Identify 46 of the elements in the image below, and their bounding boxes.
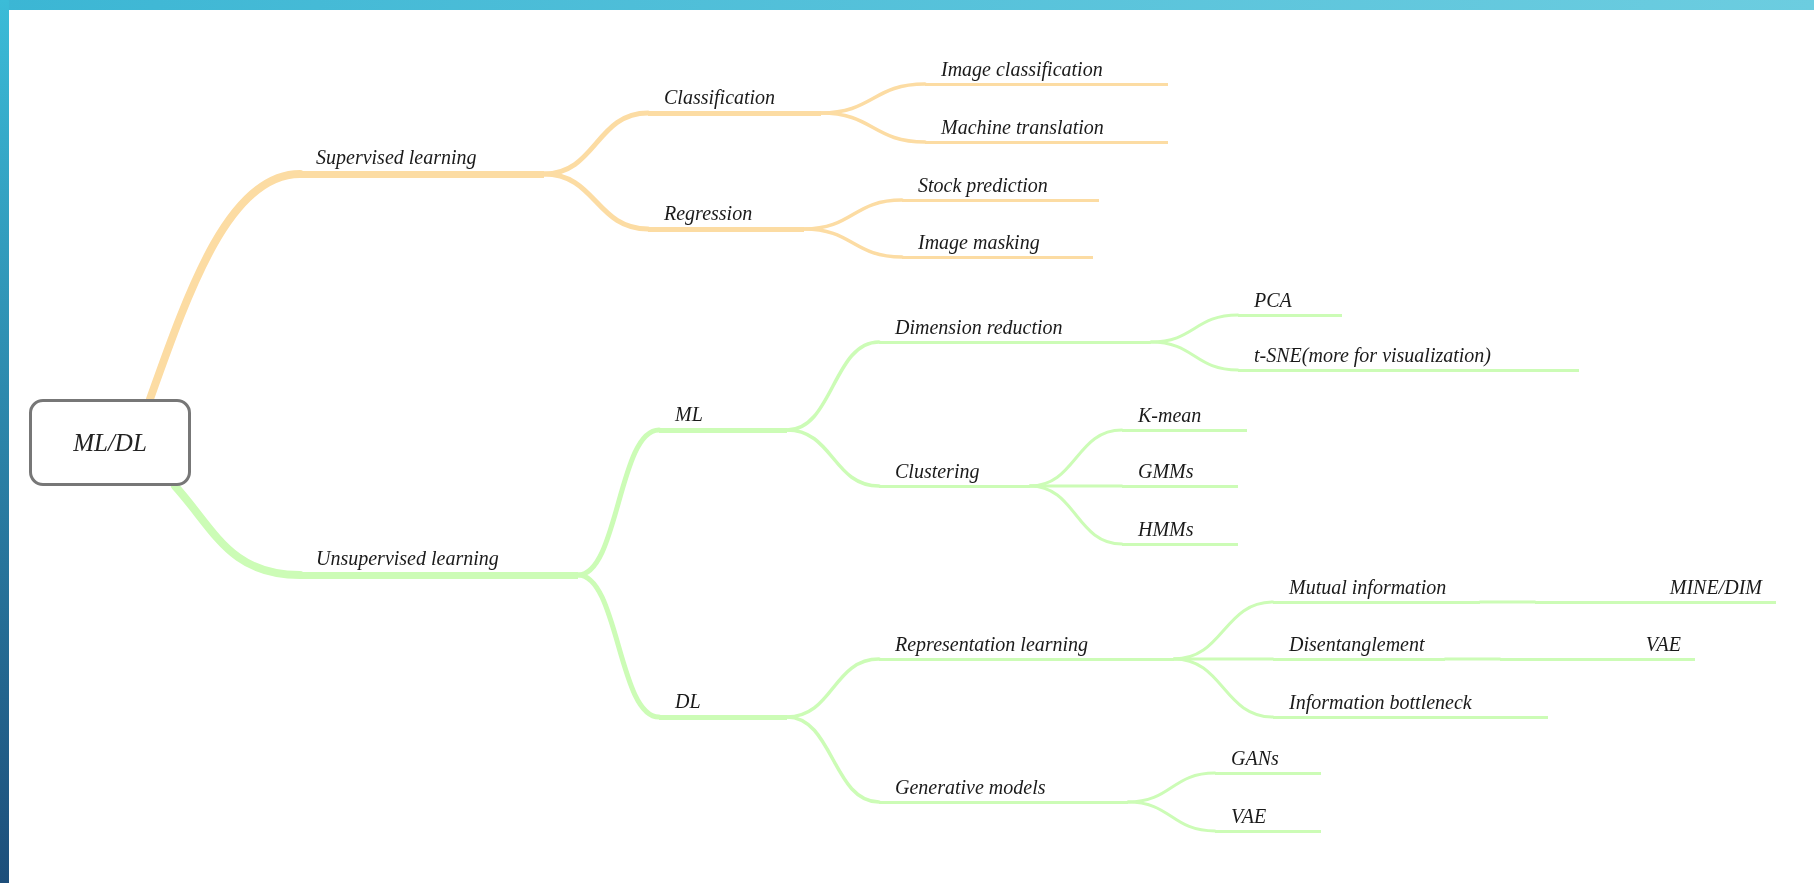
topic-label: Image masking xyxy=(918,231,1040,252)
topic-label: ML xyxy=(675,403,703,424)
topic-label: VAE xyxy=(1645,633,1681,654)
topic-label: VAE xyxy=(1231,805,1267,826)
branch-line xyxy=(1172,600,1275,661)
branch-line xyxy=(1443,657,1502,661)
topic-label: t-SNE(more for visualization) xyxy=(1254,344,1492,365)
topic-label: K-mean xyxy=(1138,404,1202,425)
root-box xyxy=(29,399,191,486)
branch-line xyxy=(1126,771,1217,804)
branch-line xyxy=(1478,600,1537,604)
topic-label: GANs xyxy=(1231,747,1279,768)
branch-line xyxy=(541,110,651,177)
branch-line xyxy=(819,111,927,144)
branch-line xyxy=(1172,657,1275,719)
topic-label: MINE/DIM xyxy=(1669,576,1762,597)
topic-label: Machine translation xyxy=(941,116,1104,137)
root-label: ML/DL xyxy=(73,427,147,458)
branch-line xyxy=(575,427,662,578)
topic-label: Stock prediction xyxy=(918,174,1048,195)
topic-label: Classification xyxy=(664,86,776,107)
topic-label: Disentanglement xyxy=(1289,633,1425,654)
topic-label: Supervised learning xyxy=(316,146,477,167)
topic-label: HMMs xyxy=(1138,518,1194,539)
topic-label: GMMs xyxy=(1138,460,1194,481)
branch-line xyxy=(1126,800,1217,833)
branch-line xyxy=(1028,428,1124,488)
branch-line xyxy=(785,715,881,804)
topic-label: Image classification xyxy=(941,58,1103,79)
topic-label: Dimension reduction xyxy=(895,316,1063,337)
branch-line xyxy=(575,572,662,720)
topic-label: Mutual information xyxy=(1289,576,1447,597)
branch-line xyxy=(541,171,651,232)
topic-label: DL xyxy=(675,690,701,711)
topic-label: Regression xyxy=(664,202,753,223)
topic-label: Representation learning xyxy=(895,633,1089,654)
topic-label: Clustering xyxy=(895,460,980,481)
branch-line xyxy=(1149,313,1240,344)
topic-label: Unsupervised learning xyxy=(316,547,499,568)
branch-line xyxy=(802,227,904,259)
topic-label: Information bottleneck xyxy=(1289,691,1472,712)
topic-label: Generative models xyxy=(895,776,1046,797)
branch-line xyxy=(785,428,881,488)
topic-label: PCA xyxy=(1254,289,1292,310)
branch-line xyxy=(1028,484,1124,546)
branch-line xyxy=(1149,340,1240,372)
